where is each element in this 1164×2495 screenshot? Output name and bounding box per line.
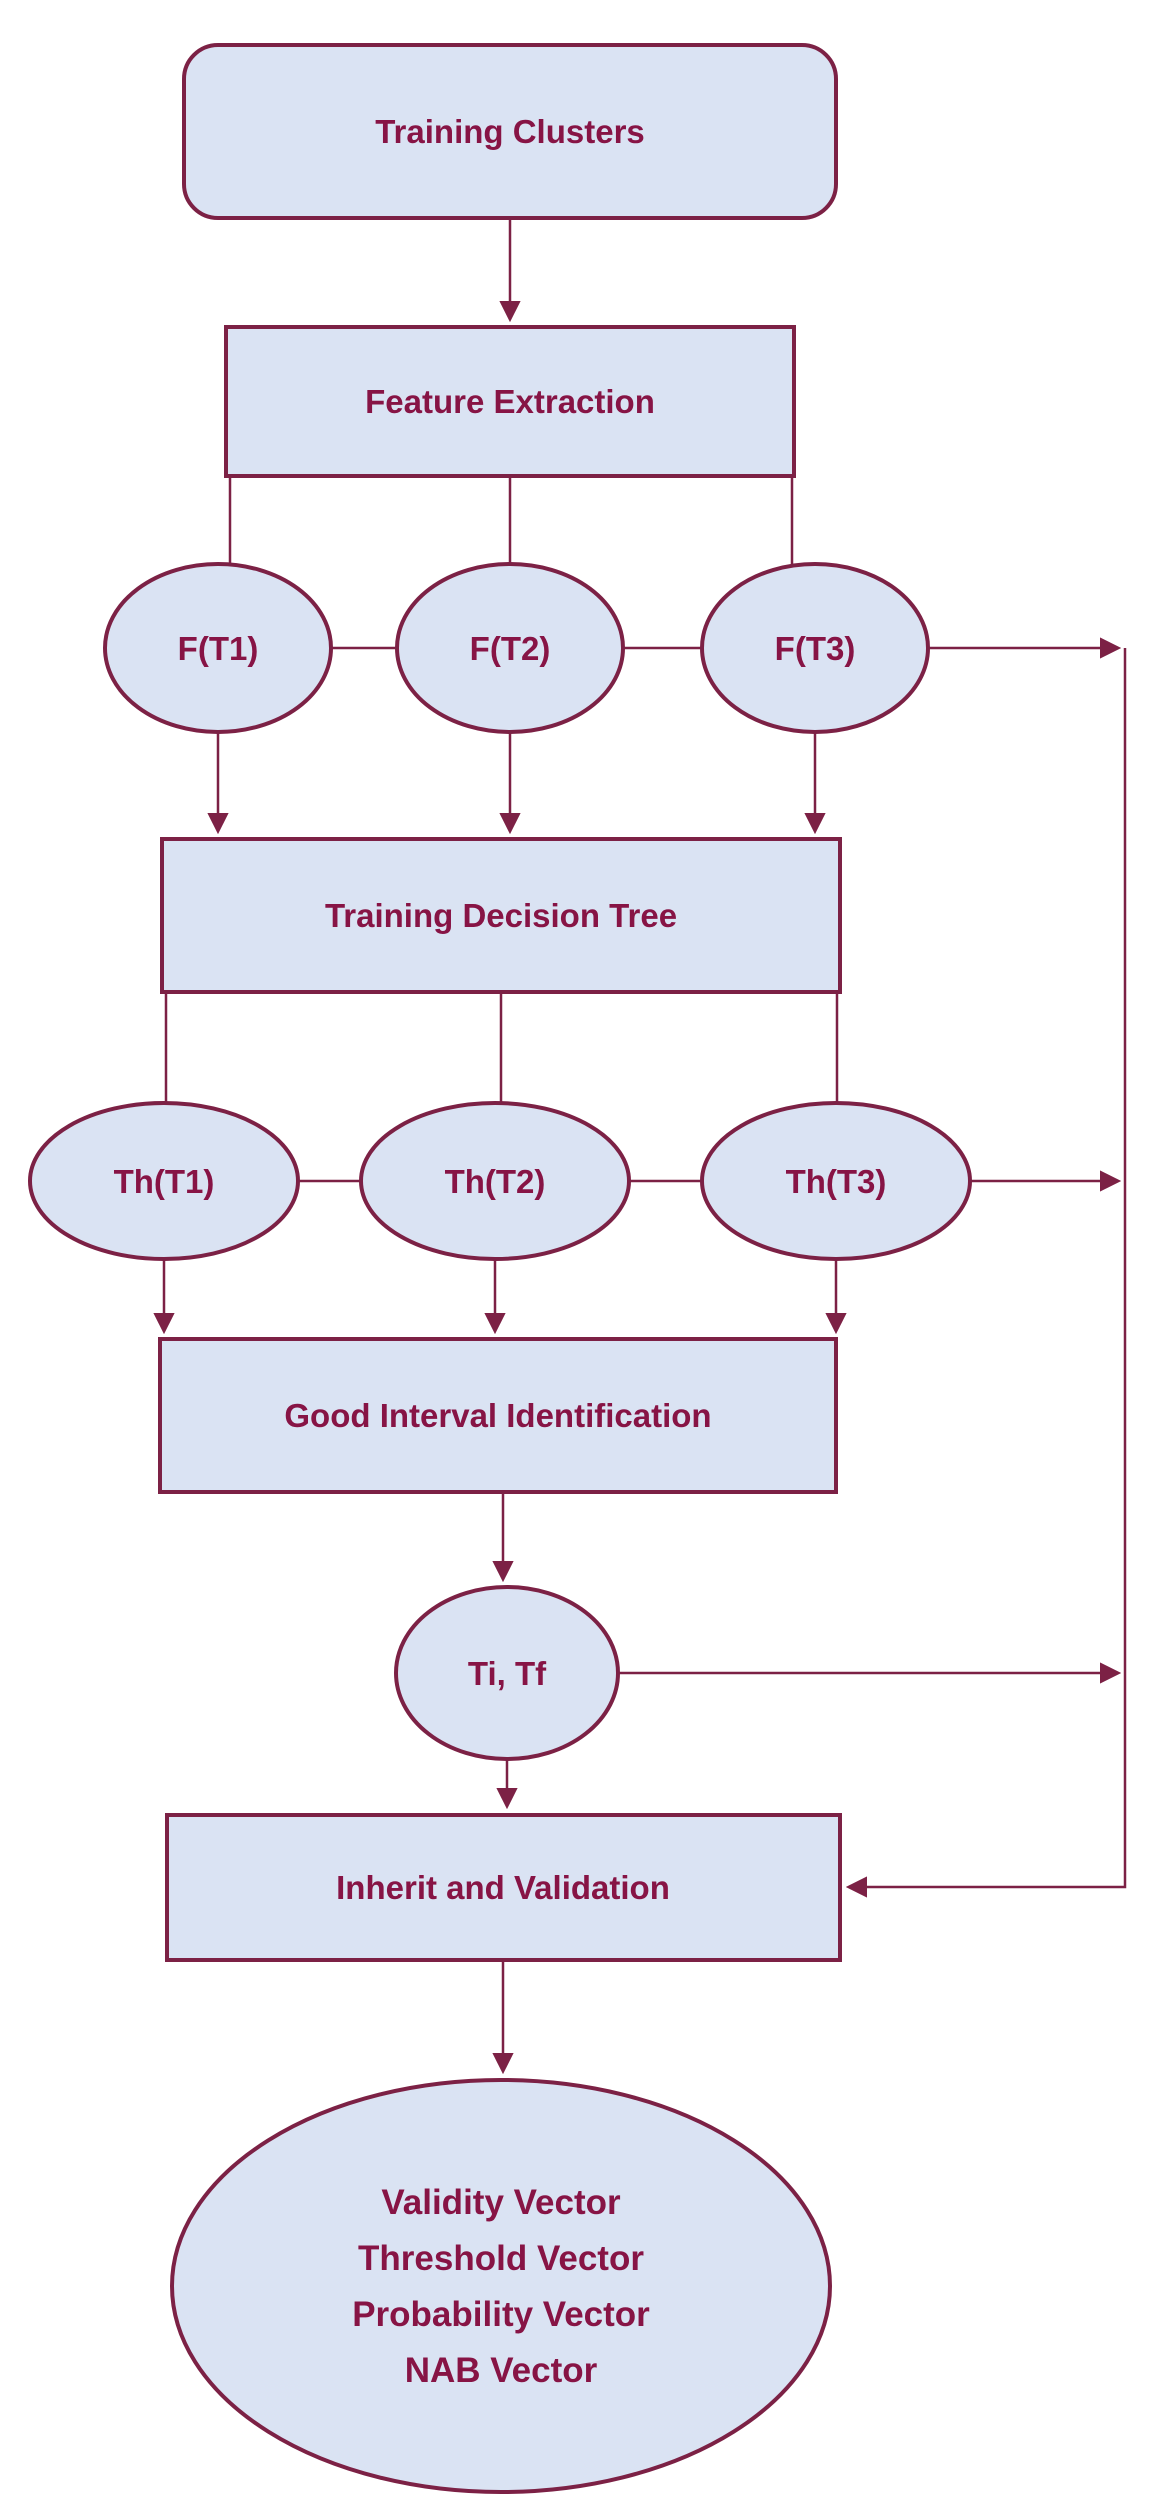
good-interval-identification-box [158, 1337, 838, 1494]
training-clusters-box [182, 43, 838, 220]
node-ti-tf: Ti, Tf [394, 1585, 620, 1761]
node-th-t2: Th(T2) [359, 1101, 631, 1261]
f-t1-ellipse [103, 562, 333, 734]
feature-extraction-label: Feature Extraction [365, 383, 655, 420]
ti-tf-ellipse [394, 1585, 620, 1761]
edge-collector-to-inherit-and-validation [845, 648, 1127, 1898]
node-feature-extraction: Feature Extraction [224, 325, 796, 478]
f-t3-ellipse [700, 562, 930, 734]
f-t1-label: F(T1) [178, 630, 259, 667]
output-vectors-line-nab: NAB Vector [405, 2351, 598, 2390]
node-inherit-and-validation: Inherit and Validation [165, 1813, 842, 1962]
inherit-and-validation-box [165, 1813, 842, 1962]
output-vectors-line-threshold: Threshold Vector [358, 2239, 644, 2278]
th-t1-label: Th(T1) [114, 1163, 215, 1200]
node-th-t3: Th(T3) [700, 1101, 972, 1261]
training-decision-tree-box [160, 837, 842, 994]
node-th-t1: Th(T1) [28, 1101, 300, 1261]
th-t3-label: Th(T3) [786, 1163, 887, 1200]
node-training-clusters: Training Clusters [182, 43, 838, 220]
node-f-t2: F(T2) [395, 562, 625, 734]
training-decision-tree-label: Training Decision Tree [325, 897, 677, 934]
th-t2-label: Th(T2) [445, 1163, 546, 1200]
training-clusters-label: Training Clusters [375, 113, 645, 150]
node-f-t3: F(T3) [700, 562, 930, 734]
th-t2-ellipse [359, 1101, 631, 1261]
node-training-decision-tree: Training Decision Tree [160, 837, 842, 994]
output-vectors-line-validity: Validity Vector [381, 2183, 621, 2222]
f-t3-label: F(T3) [775, 630, 856, 667]
node-good-interval-identification: Good Interval Identification [158, 1337, 838, 1494]
ti-tf-label: Ti, Tf [468, 1655, 547, 1692]
th-t3-ellipse [700, 1101, 972, 1261]
th-t1-ellipse [28, 1101, 300, 1261]
inherit-and-validation-label: Inherit and Validation [336, 1869, 670, 1906]
node-output-vectors: Validity Vector Threshold Vector Probabi… [170, 2078, 832, 2494]
f-t2-label: F(T2) [470, 630, 551, 667]
good-interval-identification-label: Good Interval Identification [284, 1397, 711, 1434]
output-vectors-line-probability: Probability Vector [352, 2295, 650, 2334]
feature-extraction-box [224, 325, 796, 478]
node-f-t1: F(T1) [103, 562, 333, 734]
f-t2-ellipse [395, 562, 625, 734]
output-vectors-ellipse [170, 2078, 832, 2494]
